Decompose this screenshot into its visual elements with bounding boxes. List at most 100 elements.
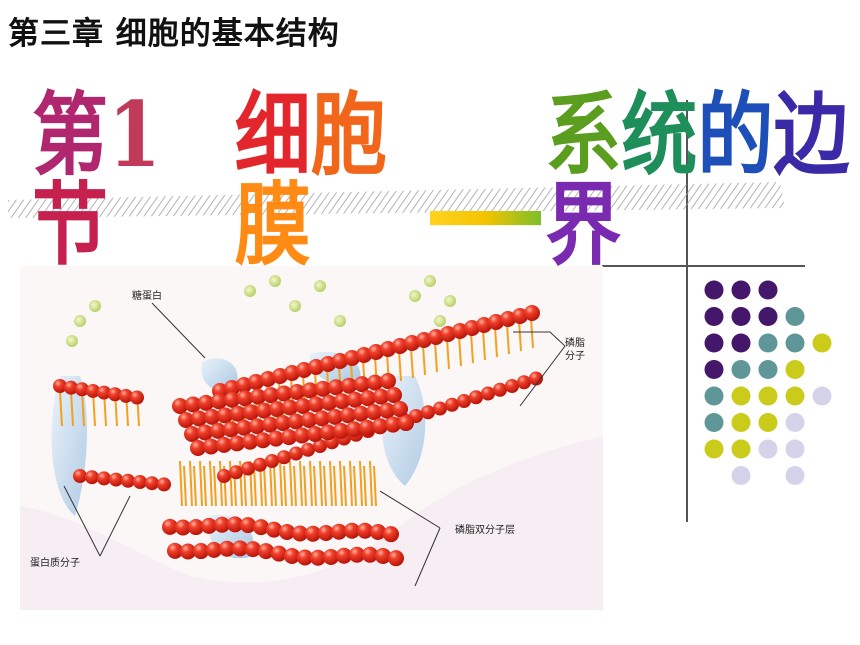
lipid-head <box>333 422 349 439</box>
lipid-head <box>242 433 258 450</box>
lipid-head <box>249 418 265 435</box>
lipid-head <box>301 442 315 457</box>
chapter-title: 第三章 细胞的基本结构 <box>8 16 340 52</box>
lipid-head <box>256 402 272 419</box>
lipid-head <box>263 387 279 404</box>
lipid-head <box>191 410 207 427</box>
title-char: 胞 <box>310 82 387 188</box>
lipid-tail <box>506 323 510 355</box>
lipid-head <box>53 379 67 393</box>
lipid-head <box>201 517 217 534</box>
lipid-tail <box>323 465 327 507</box>
lipid-tail <box>446 338 450 370</box>
title-dash <box>429 211 542 226</box>
decorative-dot <box>785 333 805 353</box>
lipid-tail <box>339 460 343 507</box>
lipid-tail <box>203 465 207 507</box>
lipid-tail <box>422 344 426 376</box>
lipid-head <box>347 391 363 408</box>
lipid-head <box>457 394 471 408</box>
lipid-head <box>260 371 276 387</box>
lipid-tail <box>398 350 402 382</box>
glycoprotein-dot <box>66 335 78 347</box>
glycoprotein-dot <box>289 300 301 312</box>
decorative-dot <box>731 466 751 485</box>
lipid-head <box>380 373 396 390</box>
lipid-head <box>232 540 248 557</box>
lipid-head <box>73 469 87 483</box>
lipid-head <box>185 396 201 413</box>
lipid-head <box>216 436 232 453</box>
lipid-head <box>344 522 360 539</box>
lipid-tail <box>349 460 353 507</box>
lipid-head <box>269 401 285 418</box>
lipid-head <box>289 383 305 400</box>
lipid-head <box>383 526 399 543</box>
lipid-head <box>320 356 336 372</box>
lipid-head <box>86 383 100 398</box>
lipid-head <box>271 545 287 562</box>
lipid-tail <box>219 460 223 507</box>
lipid-head <box>310 549 326 566</box>
lipid-tail <box>518 320 522 352</box>
lipid-head <box>97 385 111 400</box>
title-part1: 第1节 <box>32 82 202 270</box>
lipid-tail <box>363 465 367 507</box>
decorative-dot <box>758 386 778 406</box>
cell-membrane-diagram: 糖蛋白 磷脂分子 蛋白质分子 磷脂双分子层 <box>20 266 603 610</box>
lipid-head <box>404 335 420 351</box>
lipid-head <box>341 377 357 394</box>
decorative-dot <box>758 307 778 326</box>
lipid-head <box>243 404 259 421</box>
lipid-head <box>297 549 313 566</box>
decorative-dot <box>785 307 805 326</box>
title-char: 1 <box>108 82 161 188</box>
decorative-dot <box>731 307 751 326</box>
lipid-tail <box>353 465 357 507</box>
decorative-dot <box>731 386 751 406</box>
lipid-tail <box>213 465 217 507</box>
lipid-head <box>398 415 414 432</box>
lipid-tail <box>183 465 187 507</box>
lipid-head <box>346 421 362 438</box>
decorative-dot <box>704 413 724 432</box>
glycoprotein-dots <box>66 275 456 422</box>
lipid-tail <box>279 460 283 507</box>
lipid-head <box>193 543 209 560</box>
lipid-tail <box>289 460 293 507</box>
lipid-head <box>517 375 531 390</box>
lipid-head <box>336 547 352 564</box>
lipid-head <box>237 390 253 407</box>
lipid-head <box>332 353 348 369</box>
lipid-tail <box>494 326 498 358</box>
lipid-head <box>184 426 200 442</box>
lipid-head <box>224 380 240 396</box>
decorative-dot <box>785 439 805 459</box>
lipid-head <box>421 405 435 420</box>
lipid-tail <box>343 465 347 507</box>
lipid-head <box>97 471 111 486</box>
lipid-head <box>367 374 383 391</box>
lipid-head <box>64 380 78 395</box>
lipid-head <box>266 521 282 538</box>
lipid-head <box>493 382 507 397</box>
lipid-head <box>294 427 310 444</box>
lipid-head <box>372 418 388 435</box>
lipid-tail <box>189 460 193 507</box>
lipid-head <box>180 543 196 560</box>
glycoprotein-dot <box>314 280 326 292</box>
lipid-tail <box>369 460 373 507</box>
label-protein: 蛋白质分子 <box>30 556 80 569</box>
glycoprotein-dot <box>269 275 281 287</box>
lipid-head <box>245 541 261 558</box>
glycoprotein-dot <box>424 275 436 287</box>
decorative-dot <box>704 439 724 459</box>
lipid-head <box>262 416 278 433</box>
lipid-head <box>214 516 230 533</box>
decorative-dot <box>758 413 778 432</box>
lipid-head <box>175 519 191 536</box>
title-char: 第 <box>32 82 108 188</box>
title-shadow-graphic <box>8 182 785 218</box>
lipid-head <box>217 407 233 424</box>
lipid-tail <box>81 390 85 427</box>
